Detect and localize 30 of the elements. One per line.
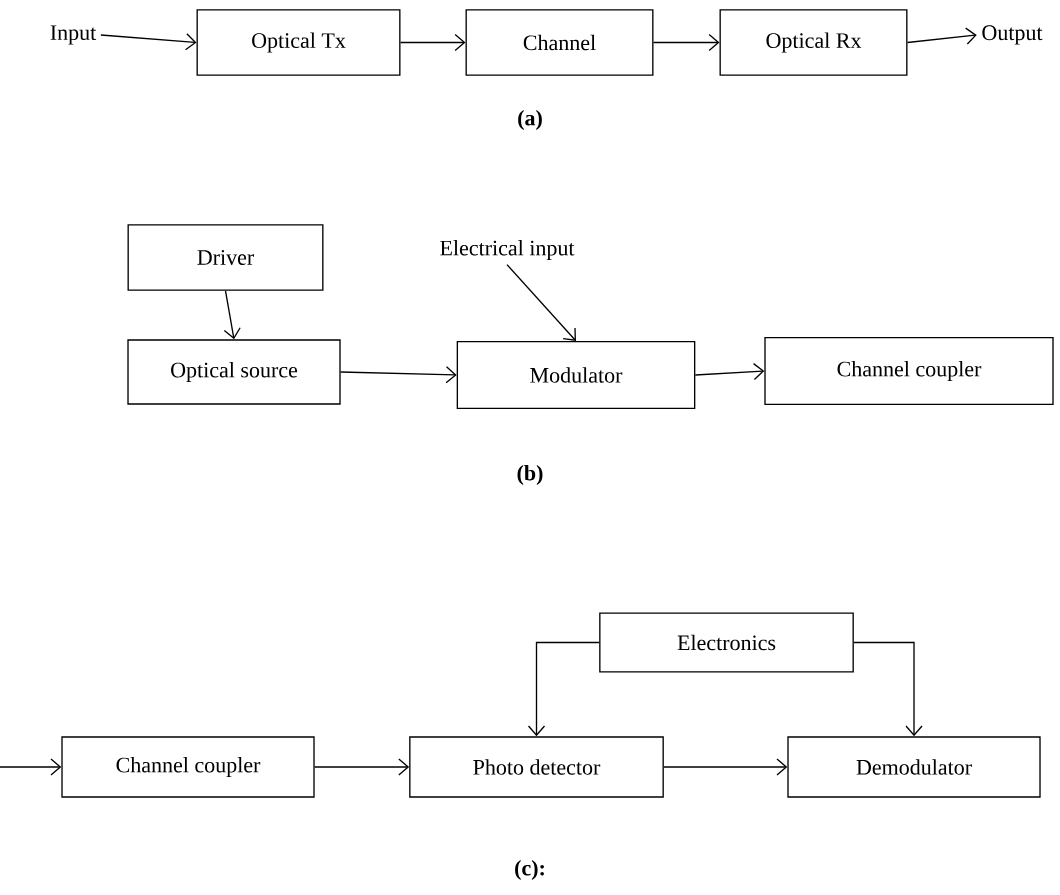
process-box: Channel coupler <box>764 337 1054 405</box>
process-box: Channel <box>465 9 654 76</box>
arrow <box>652 33 720 52</box>
arrow <box>314 758 410 776</box>
process-box: Optical Rx <box>719 9 908 76</box>
process-box: Optical Tx <box>196 9 401 76</box>
arrow <box>223 290 241 340</box>
arrow <box>506 263 576 341</box>
signal-label: Electrical input <box>440 240 575 260</box>
arrow <box>853 641 923 737</box>
arrow <box>100 33 197 51</box>
process-box: Optical source <box>127 339 341 405</box>
figure-caption: (b) <box>517 465 543 485</box>
arrow <box>527 641 600 737</box>
arrow <box>340 366 457 384</box>
process-box: Electronics <box>599 612 854 673</box>
process-box: Demodulator <box>787 736 1041 798</box>
arrow <box>906 27 977 45</box>
signal-label: Input <box>50 25 97 45</box>
arrow <box>0 758 62 776</box>
process-box: Driver <box>127 224 324 291</box>
signal-label: Output <box>982 25 1043 45</box>
arrow <box>663 758 788 776</box>
figure-caption: (c): <box>515 860 544 880</box>
process-box: Channel coupler <box>61 736 315 798</box>
arrow <box>694 362 765 381</box>
process-box: Modulator <box>456 341 696 409</box>
process-box: Photo detector <box>409 736 664 798</box>
figure-caption: (a) <box>518 110 542 130</box>
arrow <box>399 33 466 52</box>
